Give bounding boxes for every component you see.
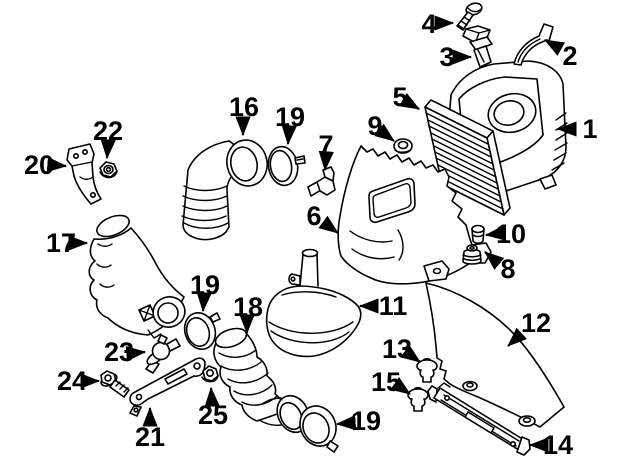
part-22-flange-nut	[99, 161, 118, 179]
callout-24: 24	[57, 366, 101, 396]
part-21-bracket	[129, 357, 206, 417]
part-11-resonator	[265, 248, 362, 358]
part-8-grommet	[462, 244, 482, 265]
callout-18: 18	[233, 292, 263, 335]
callout-10: 10	[484, 219, 526, 249]
callout-7: 7	[318, 130, 335, 172]
callout-9: 9	[367, 111, 395, 142]
part-5-air-filter-element	[424, 99, 511, 216]
callout-12: 12	[507, 308, 551, 347]
callout-number-16: 16	[229, 92, 259, 122]
callout-number-13: 13	[382, 334, 412, 364]
callout-arrow-19a	[281, 124, 297, 146]
callout-23: 23	[104, 337, 147, 367]
callout-number-5: 5	[392, 82, 407, 112]
callout-number-4: 4	[421, 9, 436, 39]
part-6-air-cleaner-case	[337, 145, 492, 285]
callout-13: 13	[382, 334, 421, 364]
callout-number-25: 25	[198, 400, 228, 430]
callout-number-19c: 19	[351, 406, 381, 436]
callout-number-8: 8	[500, 254, 515, 284]
callout-number-24: 24	[57, 366, 87, 396]
callout-number-14: 14	[543, 430, 573, 460]
part-2-bent-bracket	[513, 23, 554, 66]
callout-21: 21	[135, 406, 165, 452]
part-23-sensor	[145, 334, 181, 374]
part-3-maf-sensor	[462, 25, 493, 68]
callout-5: 5	[392, 82, 420, 112]
callout-number-12: 12	[521, 308, 551, 338]
callout-20: 20	[24, 150, 68, 180]
callout-number-9: 9	[367, 111, 382, 141]
callout-arrow-13	[400, 344, 421, 363]
part-7-sensor	[307, 166, 336, 197]
callout-arrow-15	[390, 376, 411, 395]
callout-16: 16	[229, 92, 259, 137]
callout-14: 14	[528, 430, 573, 460]
callout-3: 3	[439, 42, 473, 72]
part-19a-hose-clamp	[267, 145, 306, 187]
callout-17: 17	[46, 228, 89, 258]
callout-number-22: 22	[93, 116, 123, 146]
callout-number-11: 11	[379, 291, 408, 321]
callout-arrow-19c	[335, 414, 357, 431]
callout-4: 4	[421, 9, 455, 39]
part-9-grommet	[393, 138, 413, 154]
callout-arrow-9	[374, 123, 395, 142]
callout-arrow-5	[398, 92, 420, 110]
callout-8: 8	[484, 251, 516, 284]
part-25-flange-nut	[201, 365, 219, 383]
callout-15: 15	[371, 367, 411, 397]
callout-number-15: 15	[371, 367, 401, 397]
callout-19b: 19	[190, 270, 220, 313]
callout-19c: 19	[335, 406, 381, 436]
part-16-elbow-duct	[181, 139, 268, 241]
callout-arrow-25	[204, 386, 220, 408]
callout-number-20: 20	[24, 150, 54, 180]
callout-number-17: 17	[46, 228, 76, 258]
part-12-cover-panel	[425, 282, 565, 428]
part-4-screw	[456, 2, 483, 31]
callout-arrow-22	[100, 138, 116, 160]
callout-number-23: 23	[104, 337, 134, 367]
callout-number-21: 21	[135, 422, 165, 452]
part-19b-hose-clamp	[183, 312, 221, 350]
callout-6: 6	[306, 201, 339, 234]
callout-number-10: 10	[496, 219, 526, 249]
callout-11: 11	[358, 291, 408, 321]
callout-arrow-10	[484, 225, 506, 241]
callout-arrow-23	[125, 346, 147, 362]
callout-number-1: 1	[582, 114, 597, 144]
part-14-support-bracket	[427, 382, 531, 456]
callout-arrow-12	[507, 327, 527, 347]
callout-number-7: 7	[318, 130, 333, 160]
callout-arrow-19b	[196, 291, 212, 313]
callout-number-19b: 19	[190, 270, 220, 300]
part-24-bolt	[100, 370, 130, 398]
callout-arrow-7	[318, 150, 335, 172]
part-17-intake-duct	[88, 214, 186, 339]
callout-number-18: 18	[233, 292, 263, 322]
callout-number-2: 2	[562, 41, 577, 71]
callout-number-3: 3	[439, 42, 454, 72]
part-15-clip	[407, 387, 429, 412]
callout-number-6: 6	[306, 201, 321, 231]
callout-19a: 19	[275, 102, 305, 146]
callout-25: 25	[198, 386, 228, 430]
callout-arrow-6	[318, 215, 339, 234]
callout-number-19a: 19	[275, 102, 305, 132]
callout-arrow-8	[484, 251, 505, 270]
part-19c-hose-clamp	[299, 405, 339, 453]
callout-2: 2	[544, 39, 578, 71]
callout-layer: 1234567891011121314151617181919192021222…	[24, 9, 598, 460]
callout-arrow-20	[46, 156, 68, 173]
callout-arrow-2	[544, 39, 566, 56]
part-13-clip	[416, 358, 438, 383]
callout-22: 22	[93, 116, 123, 160]
part-10-cushion	[471, 224, 485, 245]
part-20-bracket	[66, 143, 102, 205]
callout-1: 1	[556, 114, 598, 144]
